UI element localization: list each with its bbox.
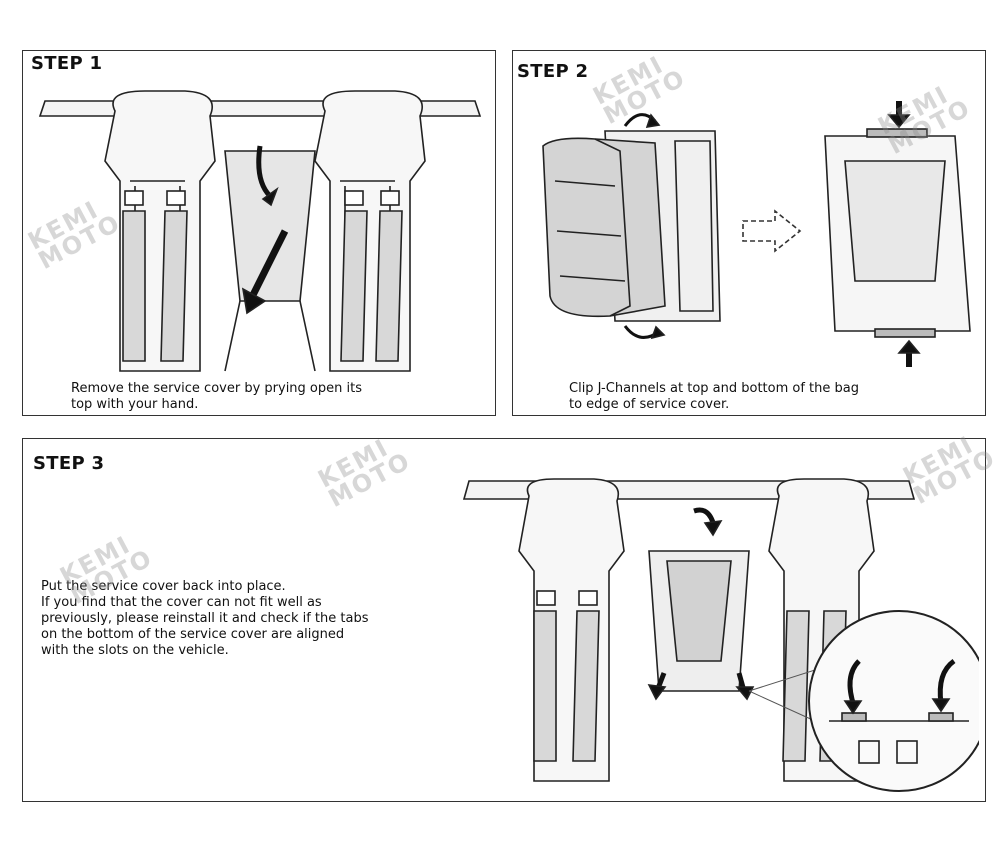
- step-1-illustration: [38, 90, 482, 372]
- step-caption-line: Remove the service cover by prying open …: [71, 381, 362, 396]
- step-title: STEP 1: [31, 53, 107, 74]
- step-caption-line: Clip J-Channels at top and bottom of the…: [569, 381, 859, 396]
- step-caption-line: previously, please reinstall it and chec…: [41, 611, 369, 626]
- step-2-illustration: [542, 101, 971, 367]
- step-title: STEP 3: [33, 453, 109, 474]
- step-caption-line: Put the service cover back into place.: [41, 579, 286, 594]
- step-1-panel: STEP 1 Remove the service cover by pryin…: [22, 50, 496, 416]
- step-caption-line: with the slots on the vehicle.: [41, 643, 229, 658]
- step-3-illustration: [462, 478, 979, 792]
- step-caption-line: to edge of service cover.: [569, 397, 730, 412]
- step-caption-line: If you find that the cover can not fit w…: [41, 595, 322, 610]
- step-caption-line: top with your hand.: [71, 397, 199, 412]
- step-3-panel: STEP 3 Put the service cover back into p…: [22, 438, 986, 802]
- step-title: STEP 2: [517, 61, 593, 82]
- step-2-panel: STEP 2 Clip J-Channels at top and bottom…: [512, 50, 986, 416]
- step-caption-line: on the bottom of the service cover are a…: [41, 627, 345, 642]
